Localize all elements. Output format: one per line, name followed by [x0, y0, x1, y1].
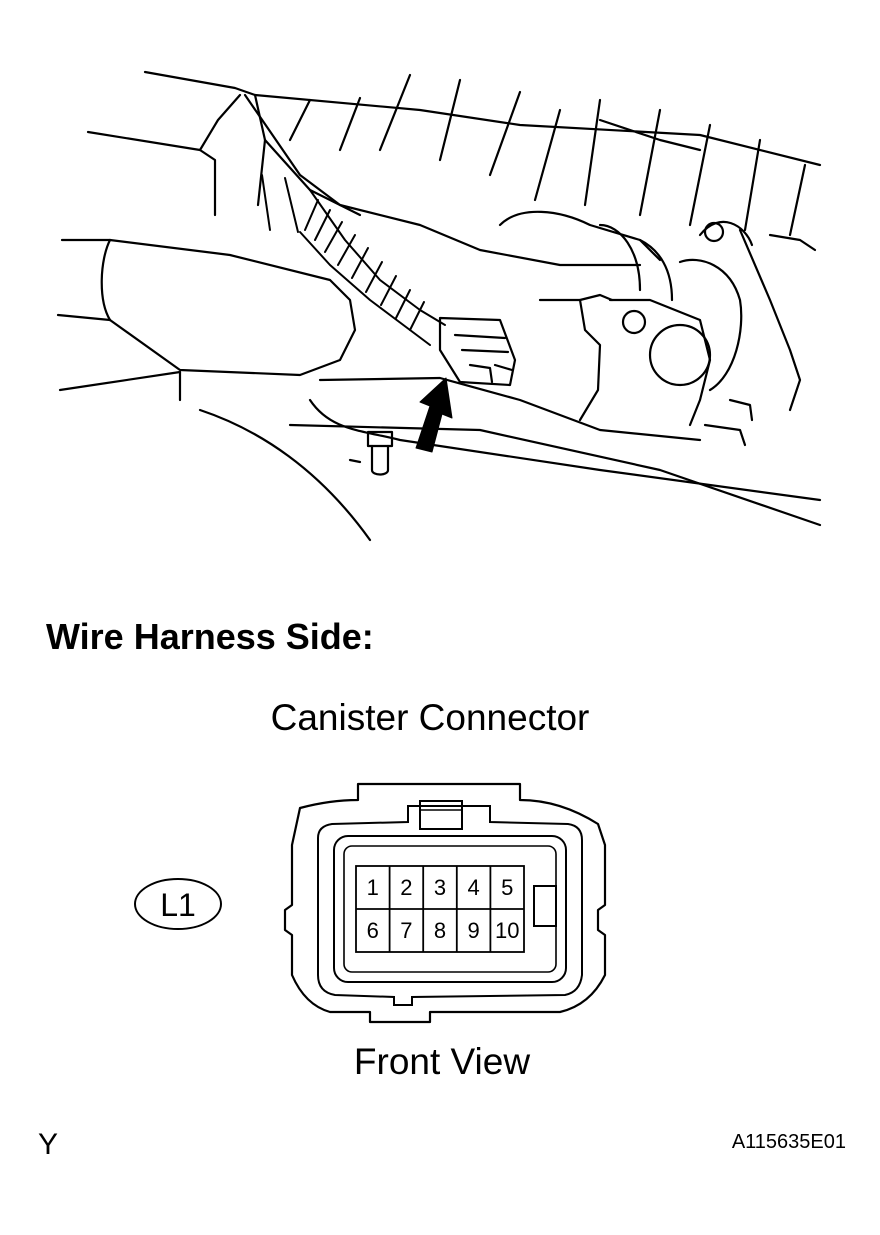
corner-mark: Y: [38, 1128, 59, 1161]
harness-illustration: [56, 70, 822, 542]
pin-8: 8: [434, 918, 446, 943]
section-heading: Wire Harness Side:: [46, 616, 374, 657]
connector-cavity: [333, 835, 567, 983]
pin-3: 3: [434, 875, 446, 900]
pin-grid: [355, 865, 525, 953]
view-label: Front View: [353, 1041, 531, 1082]
pin-6: 6: [367, 918, 379, 943]
pin-10: 10: [495, 918, 519, 943]
figure-id: A115635E01: [731, 1131, 846, 1153]
connector-code: L1: [160, 887, 196, 923]
pin-7: 7: [400, 918, 412, 943]
connector-diagram: L1 1 2 3 4 5 6 7 8 9 10: [134, 782, 607, 1024]
connector-key: [533, 885, 557, 927]
connector-name: Canister Connector: [270, 697, 590, 738]
pin-1: 1: [367, 875, 379, 900]
connector-code-badge: [134, 878, 222, 930]
connector-latch: [419, 800, 463, 830]
arrow-icon: [415, 377, 453, 453]
pin-9: 9: [467, 918, 479, 943]
connector-housing-outer: [283, 782, 607, 1024]
pin-2: 2: [400, 875, 412, 900]
connector-housing-inner: [317, 805, 583, 1006]
pin-4: 4: [467, 875, 479, 900]
pin-5: 5: [501, 875, 513, 900]
